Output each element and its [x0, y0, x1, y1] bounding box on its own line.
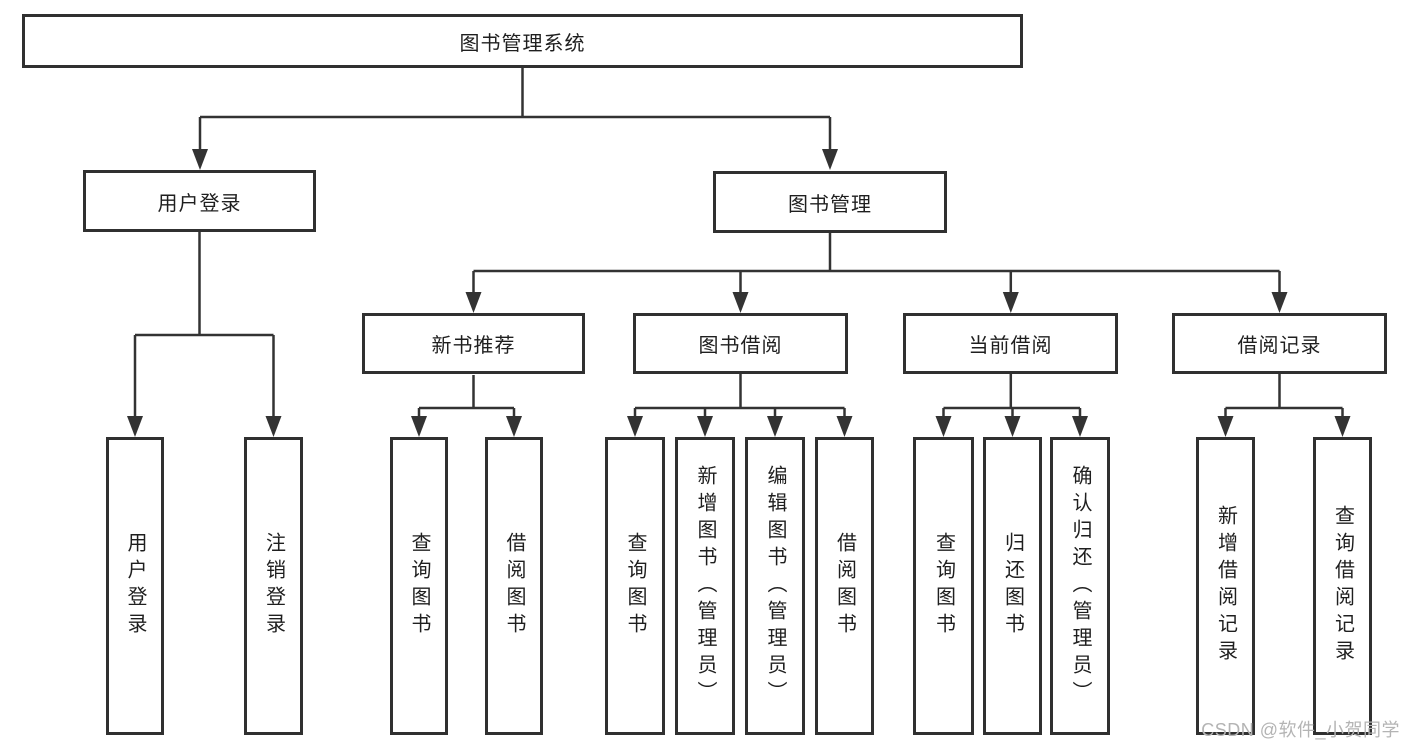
leaf-logout-label: 注销登录: [262, 532, 285, 640]
leaf-edit-book-admin-label: 编辑图书（管理员）: [764, 464, 786, 708]
leaf-add-borrow-record-label: 新增借阅记录: [1214, 505, 1237, 667]
leaf-add-book-admin: 新增图书（管理员）: [675, 437, 735, 735]
node-current-borrow: 当前借阅: [903, 313, 1118, 374]
leaf-confirm-return-admin: 确认归还（管理员）: [1050, 437, 1110, 735]
node-root: 图书管理系统: [22, 14, 1023, 68]
leaf-confirm-return-admin-label: 确认归还（管理员）: [1069, 464, 1091, 708]
node-new-book-recommend: 新书推荐: [362, 313, 585, 374]
leaf-borrow-books-recommend-label: 借阅图书: [503, 532, 525, 640]
node-book-borrow: 图书借阅: [633, 313, 848, 374]
leaf-query-books-borrow: 查询图书: [605, 437, 665, 735]
watermark: CSDN @软件_小贺同学: [1201, 720, 1400, 740]
leaf-edit-book-admin: 编辑图书（管理员）: [745, 437, 805, 735]
leaf-return-book: 归还图书: [983, 437, 1042, 735]
leaf-borrow-books-recommend: 借阅图书: [485, 437, 543, 735]
leaf-return-book-label: 归还图书: [1001, 532, 1024, 640]
leaf-query-books-borrow-label: 查询图书: [624, 532, 646, 640]
leaf-query-books-recommend: 查询图书: [390, 437, 448, 735]
node-user-login-branch: 用户登录: [83, 170, 316, 232]
leaf-add-borrow-record: 新增借阅记录: [1196, 437, 1255, 735]
node-book-management-branch: 图书管理: [713, 171, 947, 233]
leaf-query-books-current: 查询图书: [913, 437, 974, 735]
leaf-borrow-books: 借阅图书: [815, 437, 874, 735]
leaf-logout: 注销登录: [244, 437, 303, 735]
node-borrow-records: 借阅记录: [1172, 313, 1387, 374]
leaf-query-books-current-label: 查询图书: [932, 532, 955, 640]
leaf-query-books-recommend-label: 查询图书: [408, 532, 430, 640]
leaf-query-borrow-record-label: 查询借阅记录: [1331, 505, 1354, 667]
leaf-query-borrow-record: 查询借阅记录: [1313, 437, 1372, 735]
leaf-borrow-books-label: 借阅图书: [833, 532, 856, 640]
leaf-add-book-admin-label: 新增图书（管理员）: [694, 464, 716, 708]
leaf-user-login: 用户登录: [106, 437, 164, 735]
leaf-user-login-label: 用户登录: [124, 532, 146, 640]
